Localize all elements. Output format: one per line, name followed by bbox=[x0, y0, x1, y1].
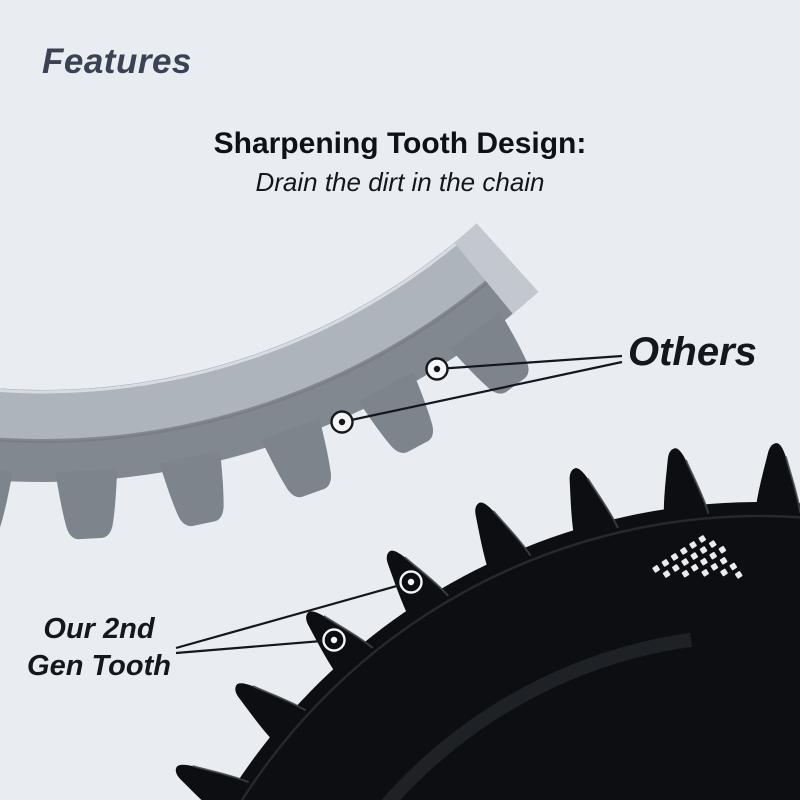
callout-line bbox=[436, 354, 623, 371]
our-tooth-highlight bbox=[252, 685, 307, 712]
brand-dot bbox=[681, 558, 689, 566]
others-ring-tooth bbox=[0, 466, 13, 539]
brand-dot bbox=[719, 557, 728, 565]
design-title: Sharpening Tooth Design: bbox=[213, 127, 587, 160]
brand-dot bbox=[689, 541, 697, 549]
features-heading: Features bbox=[42, 42, 192, 81]
our-ring-chamfer-highlight bbox=[381, 632, 693, 800]
others-ring-bevel-line bbox=[0, 261, 513, 443]
others-ring-tooth bbox=[55, 468, 118, 540]
brand-dot bbox=[690, 552, 699, 560]
brand-dot bbox=[710, 563, 719, 571]
brand-dot bbox=[672, 564, 680, 572]
our-ring-tooth bbox=[663, 448, 709, 520]
brand-dot bbox=[709, 551, 717, 560]
our-ring-body bbox=[225, 502, 800, 800]
callout-marker-dot bbox=[338, 418, 346, 426]
others-ring-cut-face bbox=[454, 223, 539, 314]
others-ring-tooth bbox=[261, 418, 331, 498]
our-ring-tooth bbox=[569, 468, 618, 541]
our-tooth-highlight bbox=[323, 615, 374, 649]
our-ring-tooth bbox=[235, 683, 306, 745]
brand-dot bbox=[701, 569, 709, 577]
others-ring-tooth bbox=[358, 371, 434, 453]
callout-line bbox=[175, 580, 412, 650]
others-ring-inner-highlight bbox=[0, 223, 479, 394]
brand-dot bbox=[734, 571, 743, 579]
our-tooth-highlight bbox=[404, 556, 449, 597]
brand-dot bbox=[661, 559, 670, 567]
others-ring-tooth bbox=[159, 450, 224, 527]
brand-dot bbox=[700, 557, 708, 566]
brand-dot bbox=[699, 546, 708, 554]
callout-marker-dot bbox=[330, 636, 338, 644]
others-chainring bbox=[0, 223, 539, 540]
callout-marker-dot bbox=[407, 578, 415, 586]
others-ring-tooth bbox=[450, 312, 529, 394]
design-subtitle: Drain the dirt in the chain bbox=[255, 167, 545, 197]
brand-dot bbox=[698, 535, 707, 543]
our-tooth-highlight bbox=[192, 765, 249, 784]
brand-dot bbox=[720, 568, 728, 577]
brand-dot bbox=[680, 547, 688, 555]
callout-overlay bbox=[175, 354, 623, 655]
brand-dot bbox=[690, 563, 699, 572]
our-2nd-gen-chainring bbox=[175, 443, 800, 800]
brand-dot bbox=[652, 565, 660, 573]
our-tooth-highlight bbox=[492, 510, 532, 557]
our-ring-tooth bbox=[475, 502, 531, 574]
brand-dot bbox=[662, 570, 671, 578]
brand-dot bbox=[681, 569, 690, 578]
our-tooth-highlight bbox=[586, 477, 619, 529]
our-ring-rim-sheen bbox=[240, 514, 800, 800]
our-tooth-highlight bbox=[684, 459, 710, 514]
our-tooth-highlight bbox=[784, 456, 800, 513]
brand-dot bbox=[670, 553, 679, 561]
brand-dot bbox=[718, 545, 727, 554]
callout-line bbox=[341, 360, 623, 424]
others-label: Others bbox=[628, 330, 757, 374]
our-ring-tooth bbox=[175, 764, 249, 800]
our-label-line2: Gen Tooth bbox=[27, 650, 171, 682]
our-label-line1: Our 2nd bbox=[43, 613, 155, 645]
callout-line bbox=[175, 638, 335, 655]
brand-dot bbox=[708, 540, 717, 548]
our-ring-tooth bbox=[755, 443, 800, 513]
brand-dot bbox=[729, 562, 738, 571]
callout-marker-dot bbox=[433, 365, 441, 373]
our-2nd-gen-label: Our 2nd Gen Tooth bbox=[14, 611, 184, 685]
brand-dot-pattern bbox=[652, 535, 743, 579]
